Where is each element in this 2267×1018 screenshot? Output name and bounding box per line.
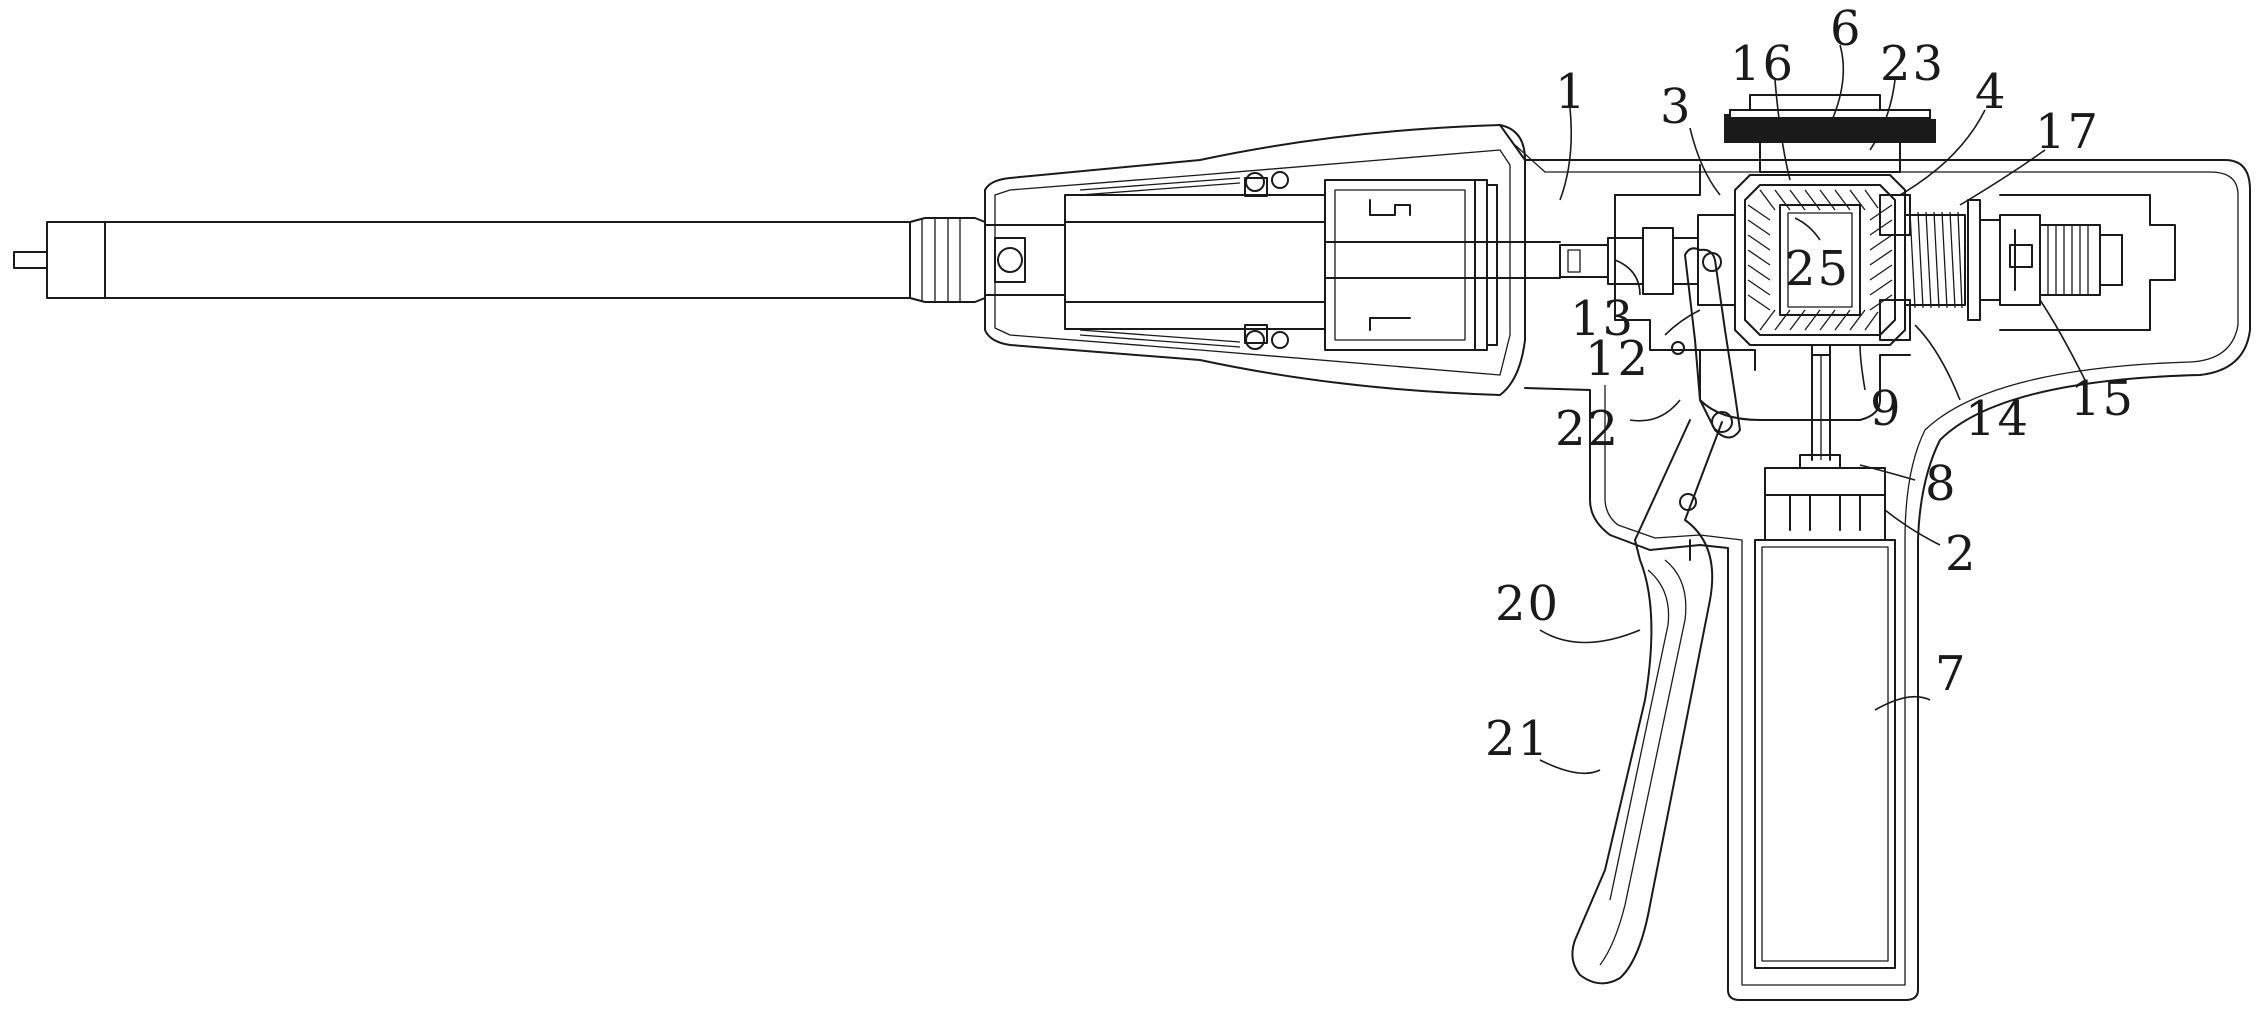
nose-housing	[984, 124, 1561, 396]
callout-12: 12	[1585, 331, 1650, 387]
callout-8: 8	[1925, 456, 1958, 512]
battery-pack	[1754, 454, 1896, 969]
callout-2: 2	[1945, 526, 1978, 582]
callout-23: 23	[1880, 36, 1945, 92]
callout-7: 7	[1935, 646, 1968, 702]
callout-6: 6	[1830, 1, 1863, 57]
body-housing	[1499, 124, 2251, 1001]
callout-17: 17	[2035, 104, 2100, 160]
callout-16: 16	[1730, 36, 1795, 92]
callout-13: 13	[1570, 291, 1635, 347]
callout-20: 20	[1495, 576, 1560, 632]
spring-coils	[1909, 211, 1963, 309]
callout-3: 3	[1660, 79, 1693, 135]
leader-lines	[1539, 44, 2086, 775]
shaft	[13, 217, 986, 303]
callout-9: 9	[1870, 381, 1903, 437]
gear-teeth	[1747, 189, 1893, 331]
pull-rod	[1559, 214, 1736, 306]
callout-21: 21	[1485, 711, 1550, 767]
callout-25: 25	[1785, 241, 1850, 297]
callout-14: 14	[1965, 391, 2030, 447]
linkage	[1671, 247, 1741, 439]
spring-and-screw	[1904, 199, 2123, 321]
screw-thread	[2047, 225, 2089, 295]
callout-22: 22	[1555, 401, 1620, 457]
trigger	[1571, 419, 1723, 985]
callout-15: 15	[2070, 371, 2135, 427]
callout-1: 1	[1555, 64, 1588, 120]
callout-labels: 1 3 16 6 23 4 17 25 13 12 9 14 15 22 8 2…	[1485, 1, 2135, 767]
callout-4: 4	[1975, 64, 2008, 120]
